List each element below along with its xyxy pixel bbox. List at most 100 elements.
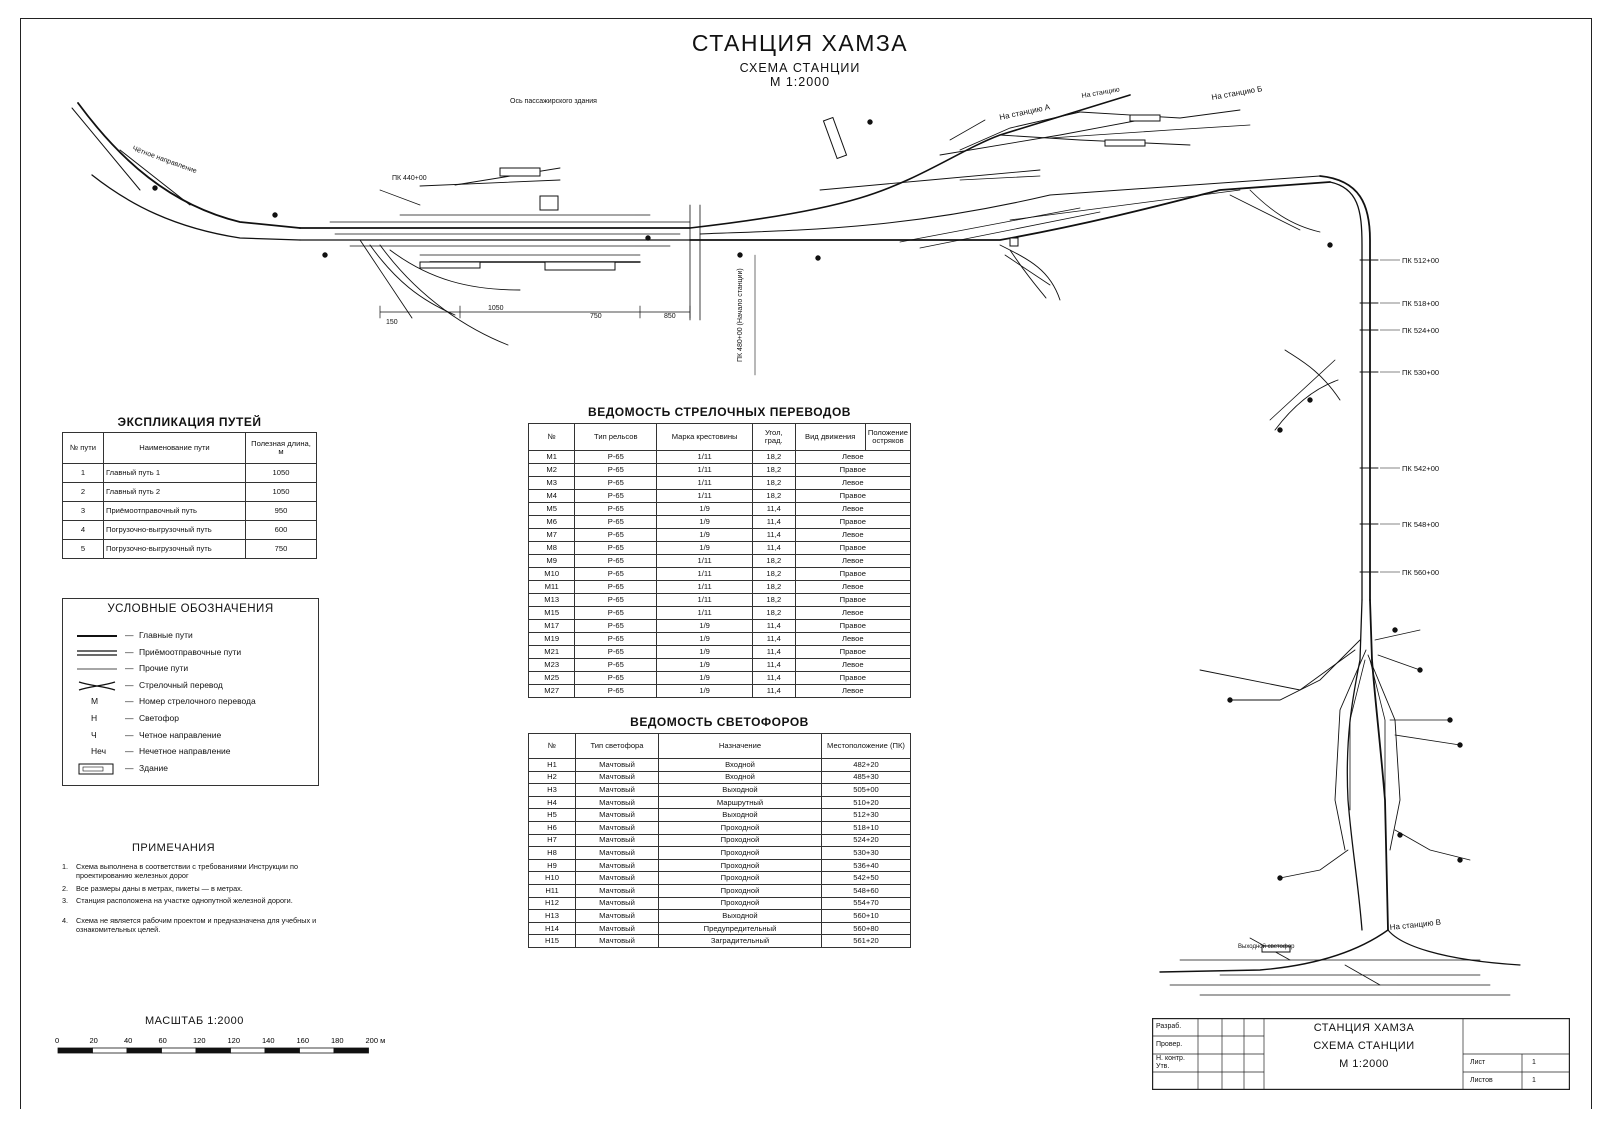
table-cell: Р-65 [574,567,658,581]
note-number: 4. [62,916,69,925]
table-cell: Р-65 [574,463,658,477]
stamp-title: СТАНЦИЯ ХАМЗА [1313,1022,1415,1034]
table-cell: Выходной [658,783,822,797]
table-cell: 518+10 [821,820,911,835]
signal-icon [1392,627,1398,633]
scale-tick-label: 40 [124,1036,132,1045]
building-icon [1104,139,1146,147]
track-2-left-approach [91,174,301,241]
table-cell: 1/11 [656,606,754,620]
table-cell: 1/11 [656,580,754,594]
table-cell: Р-65 [574,515,658,529]
table-header: Тип светофора [575,733,659,759]
to-station-a-label: На станцию А [999,102,1052,122]
table-cell: 1/9 [656,528,754,542]
table-cell: Р-65 [574,489,658,503]
switches-table: № Тип рельсов Марка крестовины Угол, гра… [527,423,912,698]
table-cell: Н6 [528,820,576,835]
scale-bar-title: МАСШТАБ 1:2000 [145,1015,244,1027]
table-cell: 1/11 [656,554,754,568]
building-axis-label: Ось пассажирского здания [510,98,597,105]
table-cell: Р-65 [574,684,658,698]
table-cell: Левое [794,632,912,646]
stamp-role: Утв. [1156,1063,1170,1070]
scale-tick-label: 120 [228,1036,241,1045]
notes-title: ПРИМЕЧАНИЯ [132,842,216,854]
legend-text: Главные пути [139,630,193,640]
table-header: Тип рельсов [574,423,658,451]
table-cell: 11,4 [752,515,796,529]
legend-symbol-text: Н [91,713,98,723]
table-header: № [528,733,576,759]
scale-segment [299,1047,335,1054]
pk-mark: ПК 518+00 [1402,299,1439,308]
signal-icon [1457,857,1463,863]
dimension-label: 150 [386,319,398,326]
table-cell: Н2 [528,770,576,785]
building-icon [544,261,616,271]
table-cell: Н13 [528,909,576,923]
table-cell: М23 [527,658,576,672]
switches-title: ВЕДОМОСТЬ СТРЕЛОЧНЫХ ПЕРЕВОДОВ [588,405,851,419]
table-cell: Правое [794,619,912,633]
table-cell: 530+30 [821,846,911,860]
table-cell: Мачтовый [575,909,659,923]
legend-dash: — [125,746,134,757]
table-cell: Мачтовый [575,833,659,848]
stamp-role: Провер. [1156,1041,1183,1048]
table-cell: Правое [794,515,912,529]
building-icon [499,167,541,177]
table-cell: 524+20 [821,833,911,848]
table-cell: 1/11 [656,593,754,607]
note-text: Схема выполнена в соответствии с требова… [76,862,299,880]
table-cell: 3 [62,501,104,521]
scale-tick-label: 0 [55,1036,59,1045]
table-cell: Н4 [528,795,576,810]
legend-text: Четное направление [139,729,222,740]
explication-table: № пути Наименование пути Полезная длина,… [62,432,317,559]
note-text: Все размеры даны в метрах, пикеты — в ме… [76,884,243,893]
table-cell: 1/9 [656,645,754,659]
building-icon [1129,114,1161,122]
table-cell: Входной [658,770,822,785]
dimension-label: 1050 [488,305,504,312]
table-cell: 11,4 [752,619,796,633]
table-cell: Мачтовый [575,770,659,785]
legend-text: Номер стрелочного перевода [139,696,256,707]
pk-mark: ПК 560+00 [1402,568,1439,577]
table-header: Угол, град. [752,423,796,451]
exit-signal-label: Выходной светофор [1238,943,1295,950]
stamp-scale: М 1:2000 [1339,1058,1389,1070]
page-title: СТАНЦИЯ ХАМЗА [691,30,909,56]
legend-text: Прочие пути [139,663,189,674]
scale-segment [126,1047,162,1054]
table-cell: Р-65 [574,645,658,659]
table-cell: 600 [245,520,317,540]
table-cell: 18,2 [752,567,796,581]
table-cell: Приёмоотправочный путь [103,501,246,521]
explication-title: ЭКСПЛИКАЦИЯ ПУТЕЙ [117,415,262,429]
signal-icon [1447,717,1453,723]
signal-icon [1277,427,1283,433]
table-cell: Р-65 [574,671,658,685]
signal-icon [1397,832,1403,838]
table-cell: 18,2 [752,554,796,568]
legend-dash: — [125,713,134,723]
table-cell: 560+10 [821,909,911,923]
signals-table: № Тип светофора Назначение Местоположени… [528,733,911,948]
table-cell: 560+80 [821,921,911,936]
pk-mark: ПК 512+00 [1402,256,1439,265]
table-cell: 18,2 [752,450,796,464]
table-cell: 1 [62,463,104,483]
